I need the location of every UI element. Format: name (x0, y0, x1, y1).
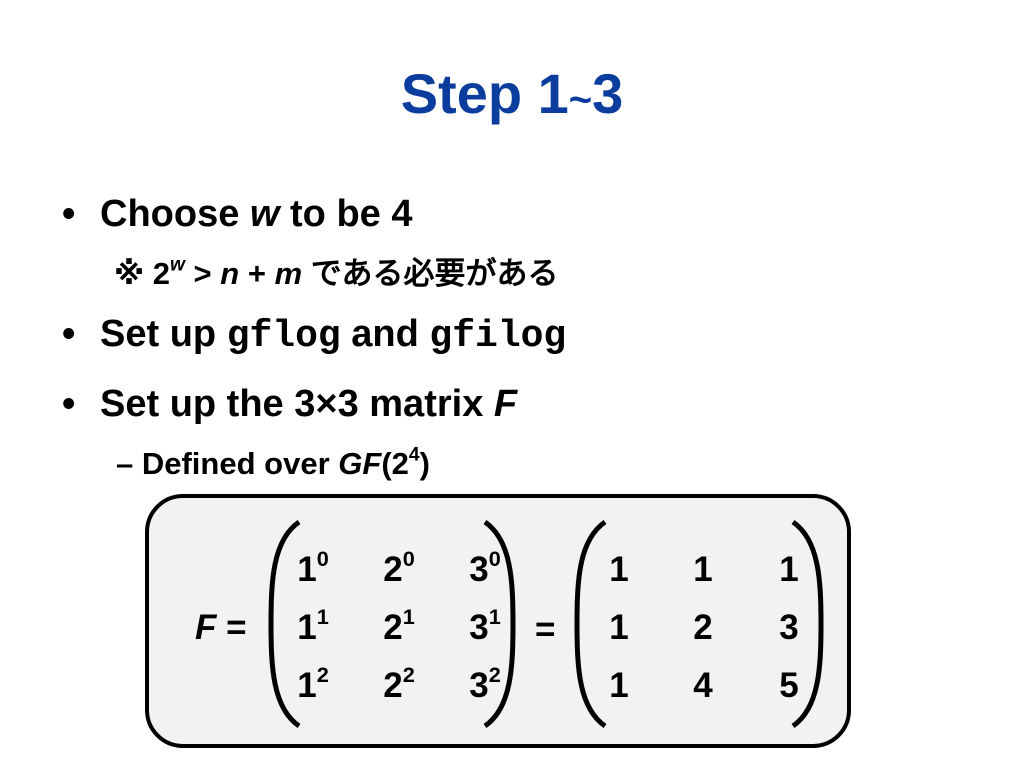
note-plus: + (239, 256, 275, 291)
bullet-var: F (493, 383, 518, 425)
cell-base: 3 (469, 608, 489, 647)
cell-base: 1 (297, 550, 317, 589)
matrix-cell-power: 10 (283, 547, 343, 590)
left-paren-2 (574, 519, 607, 729)
note-mark: ※ 2 (114, 256, 170, 291)
bullet-var: w (249, 193, 280, 235)
cell-base: 2 (383, 608, 403, 647)
bullet-dot: • (62, 193, 76, 235)
bullet-text: and (340, 313, 430, 355)
times-sign: × (315, 383, 338, 425)
bullet-dot: • (62, 313, 76, 355)
bullet-text: to be 4 (279, 193, 413, 235)
note-condition: ※ 2w > n + m である必要がある (114, 254, 559, 292)
right-paren-1 (483, 519, 516, 729)
cell-exponent: 0 (488, 545, 501, 571)
bullet-text: Choose (100, 193, 250, 235)
bullet-text: Set up the 3 (100, 383, 316, 425)
matrix-cell-value: 4 (693, 666, 713, 705)
sub-bullet-defined-over: – Defined over GF(24) (116, 444, 430, 482)
matrix-cell-power: 11 (283, 605, 343, 648)
title-end: 3 (592, 62, 624, 125)
matrix-cell-value: 1 (779, 550, 799, 589)
field-exponent: 4 (408, 444, 420, 466)
left-paren-1 (268, 519, 301, 729)
bullet-setup-tables: • Set up gflog and gfilog (62, 312, 566, 359)
bullet-setup-matrix: • Set up the 3×3 matrix F (62, 382, 517, 426)
matrix-cell-value: 1 (609, 550, 629, 589)
slide-title: Step 1~3 (0, 62, 1024, 132)
cell-base: 1 (297, 666, 317, 705)
matrix-var: F (195, 608, 217, 647)
sub-bullet-text: Defined over (141, 446, 339, 481)
matrix-cell-value: 5 (779, 666, 799, 705)
bullet-text: 3 matrix (337, 383, 494, 425)
matrix-lhs: F = (195, 608, 247, 648)
title-tilde: ~ (568, 78, 593, 122)
equals-sign-2: = (535, 610, 556, 649)
matrix-cell-power: 20 (369, 547, 429, 590)
cell-exponent: 1 (488, 603, 501, 629)
cell-base: 2 (383, 550, 403, 589)
matrix-cell-power: 31 (455, 605, 515, 648)
matrix-cell-value: 1 (609, 608, 629, 647)
equals-sign: = (216, 608, 247, 647)
cell-exponent: 1 (402, 603, 415, 629)
field-base: (2 (381, 446, 409, 481)
matrix-cell-value: 1 (693, 550, 713, 589)
cell-base: 1 (297, 608, 317, 647)
code-gfilog: gfilog (429, 315, 567, 358)
matrix-cell-power: 32 (455, 663, 515, 706)
matrix-cell-power: 12 (283, 663, 343, 706)
matrix-cell-power: 30 (455, 547, 515, 590)
cell-exponent: 2 (316, 661, 329, 687)
note-gt: > (184, 256, 221, 291)
cell-exponent: 2 (488, 661, 501, 687)
bullet-dot: • (62, 383, 76, 425)
bullet-choose-w: • Choose w to be 4 (62, 192, 413, 236)
title-main: Step 1 (400, 62, 569, 125)
matrix-cell-power: 21 (369, 605, 429, 648)
bullet-text: Set up (100, 313, 227, 355)
cell-base: 3 (469, 666, 489, 705)
matrix-cell-value: 3 (779, 608, 799, 647)
note-exponent: w (170, 254, 185, 276)
cell-base: 3 (469, 550, 489, 589)
cell-base: 2 (383, 666, 403, 705)
matrix-cell-power: 22 (369, 663, 429, 706)
cell-exponent: 1 (316, 603, 329, 629)
cell-exponent: 0 (316, 545, 329, 571)
matrix-cell-value: 1 (609, 666, 629, 705)
field-name: GF (338, 446, 382, 481)
note-m: m (274, 256, 303, 291)
field-close: ) (419, 446, 430, 481)
code-gflog: gflog (226, 315, 341, 358)
cell-exponent: 0 (402, 545, 415, 571)
cell-exponent: 2 (402, 661, 415, 687)
dash-mark: – (116, 446, 142, 481)
matrix-cell-value: 2 (693, 608, 713, 647)
note-japanese: である必要がある (302, 256, 559, 291)
note-n: n (220, 256, 240, 291)
right-paren-2 (791, 519, 824, 729)
